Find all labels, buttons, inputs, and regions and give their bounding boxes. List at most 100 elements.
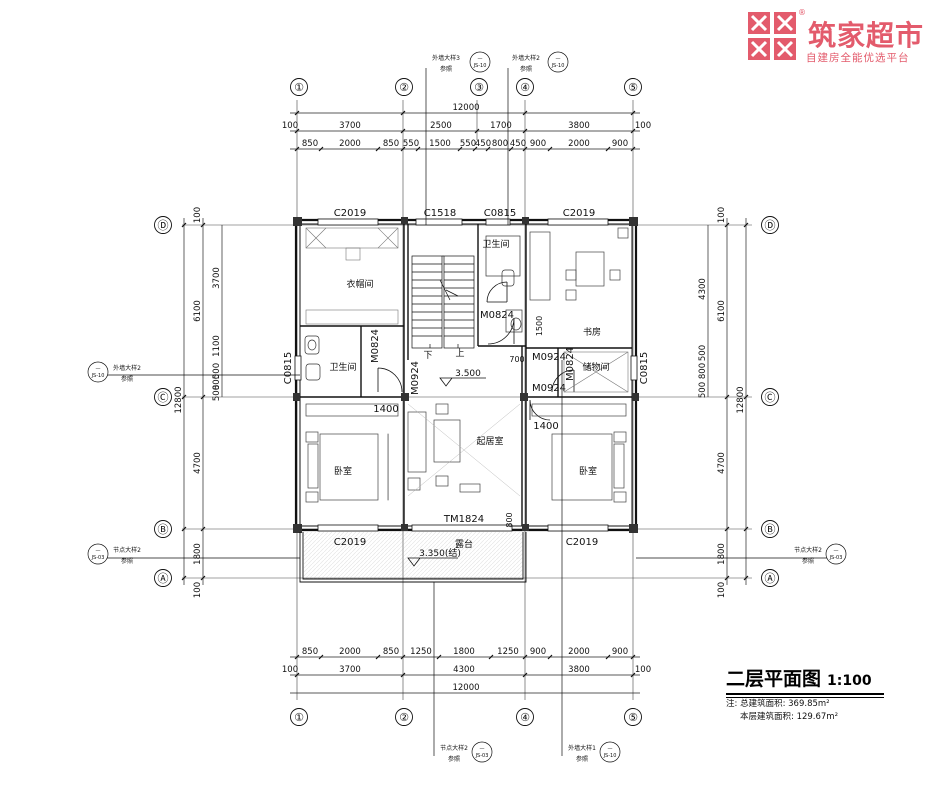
dim-left-mid-3: 4700 <box>193 452 203 474</box>
dim-right-mid-3: 4700 <box>717 452 727 474</box>
room-study: 书房 <box>583 326 601 338</box>
callout-leaders <box>90 68 840 756</box>
callout-dash-5: — <box>834 548 839 554</box>
dim-700: 700 <box>509 355 524 364</box>
registered-mark: ® <box>798 8 806 17</box>
callout-detail-6: 节点大样2 <box>440 744 468 752</box>
dim-left-inner-4: 800 <box>212 374 222 390</box>
structural-columns <box>293 217 639 533</box>
axis-bubbles <box>154 78 779 726</box>
dim-top-total: 12000 <box>452 103 479 113</box>
axis-label-row-b: Ⓑ <box>158 523 169 536</box>
dim-top-mid-3: 2500 <box>430 121 452 131</box>
door-m0824-storage: M0824 <box>565 347 576 381</box>
callout-detail-3: 外墙大样2 <box>113 364 141 372</box>
callout-detail-5: 节点大样2 <box>794 546 822 554</box>
dim-left-inner-1: 3700 <box>212 267 222 289</box>
callout-dash-3: — <box>96 366 101 372</box>
callout-detail-7: 外墙大样1 <box>568 744 596 752</box>
dim-bot-inner-3: 850 <box>383 647 399 657</box>
callout-sheet-7: JS-10 <box>603 753 617 759</box>
dim-right-mid-4: 1800 <box>717 543 727 565</box>
windows <box>294 218 638 532</box>
dim-top-inner-12: 900 <box>612 139 628 149</box>
dim-bot-mid-1: 100 <box>282 665 298 675</box>
callout-ref-4: 参照 <box>121 557 133 565</box>
title-underline-thin <box>726 697 884 698</box>
callout-ref-3: 参照 <box>121 375 133 383</box>
dim-800: 800 <box>505 512 514 527</box>
dim-bot-inner-4: 1250 <box>410 647 432 657</box>
dim-top-mid-5: 3800 <box>568 121 590 131</box>
window-c0815-right: C0815 <box>639 352 650 384</box>
window-c2019-top-right: C2019 <box>563 208 595 219</box>
door-m0824-left: M0824 <box>370 329 381 363</box>
interior-walls <box>300 224 632 526</box>
callout-sheet-5: JS-03 <box>829 555 843 561</box>
axis-label-col-5: ⑤ <box>628 81 638 94</box>
window-c2019-bottom-left: C2019 <box>334 537 366 548</box>
elevation-terrace: 3.350(结) <box>419 547 461 559</box>
callout-dash-4: — <box>96 548 101 554</box>
callout-sheet-2: JS-10 <box>551 63 565 69</box>
dim-top-inner-2: 2000 <box>339 139 361 149</box>
stair-up-label: 上 <box>455 348 464 359</box>
dim-1500: 1500 <box>535 316 544 336</box>
dim-bot-inner-5: 1800 <box>453 647 475 657</box>
dim-top-mid-4: 1700 <box>490 121 512 131</box>
axis-label-row-c-right: Ⓒ <box>765 391 776 404</box>
room-closet: 衣帽间 <box>346 278 373 290</box>
axis-lines <box>182 100 752 700</box>
notes-label: 注: <box>726 699 738 709</box>
dim-left-inner-5: 500 <box>212 385 222 401</box>
dim-right-inner-3: 800 <box>698 363 708 379</box>
dim-bot-inner-9: 900 <box>612 647 628 657</box>
dim-top-inner-8: 800 <box>492 139 508 149</box>
room-bathroom-left: 卫生间 <box>329 361 356 373</box>
dim-right-mid-1: 100 <box>717 207 727 223</box>
dim-top-inner-4: 550 <box>403 139 419 149</box>
dimension-ticks <box>181 110 749 678</box>
dim-top-inner-10: 900 <box>530 139 546 149</box>
callout-sheet-1: JS-10 <box>473 63 487 69</box>
window-c0815-top: C0815 <box>484 208 516 219</box>
dim-bot-inner-8: 2000 <box>568 647 590 657</box>
dim-left-mid-5: 100 <box>193 582 203 598</box>
axis-label-row-a: Ⓐ <box>158 572 169 585</box>
dim-bot-total: 12000 <box>452 683 479 693</box>
callout-ref-5: 参照 <box>802 557 814 565</box>
terrace-surface <box>303 532 523 579</box>
dim-bot-inner-1: 850 <box>302 647 318 657</box>
dim-top-inner-3: 850 <box>383 139 399 149</box>
dim-bot-mid-4: 3800 <box>568 665 590 675</box>
dim-left-mid-2: 6100 <box>193 300 203 322</box>
dim-top-mid-6: 100 <box>635 121 651 131</box>
callout-ref-6: 参照 <box>448 755 460 763</box>
door-m0824-top: M0824 <box>480 310 514 321</box>
axis-label-col-5-bottom: ⑤ <box>628 711 638 724</box>
callout-detail-1: 外墙大样3 <box>432 54 460 62</box>
dim-right-mid-2: 6100 <box>717 300 727 322</box>
callout-dash-6: — <box>480 746 485 752</box>
dim-left-mid-1: 100 <box>193 207 203 223</box>
dim-top-mid-1: 100 <box>282 121 298 131</box>
window-c2019-bottom-right: C2019 <box>566 537 598 548</box>
door-m0924-lower: M0924 <box>532 383 566 394</box>
dim-top-inner-9: 450 <box>510 139 526 149</box>
brand-logo: ® 筑家超市 自建房全能优选平台 <box>748 8 926 68</box>
room-bedroom-left: 卧室 <box>334 465 352 477</box>
axis-label-row-d: Ⓓ <box>158 219 169 232</box>
callout-dash-7: — <box>608 746 613 752</box>
elevation-living: 3.500 <box>455 369 481 379</box>
dim-right-inner-1: 4300 <box>698 278 708 300</box>
axis-label-row-b-right: Ⓑ <box>765 523 776 536</box>
dim-top-inner-11: 2000 <box>568 139 590 149</box>
brand-slogan: 自建房全能优选平台 <box>806 52 910 64</box>
dim-bot-inner-7: 900 <box>530 647 546 657</box>
total-area: 总建筑面积: 369.85m² <box>740 699 830 709</box>
axis-label-row-c: Ⓒ <box>158 391 169 404</box>
living-furniture <box>407 403 521 497</box>
staircase <box>411 255 475 349</box>
callout-dash-2: — <box>556 56 561 62</box>
